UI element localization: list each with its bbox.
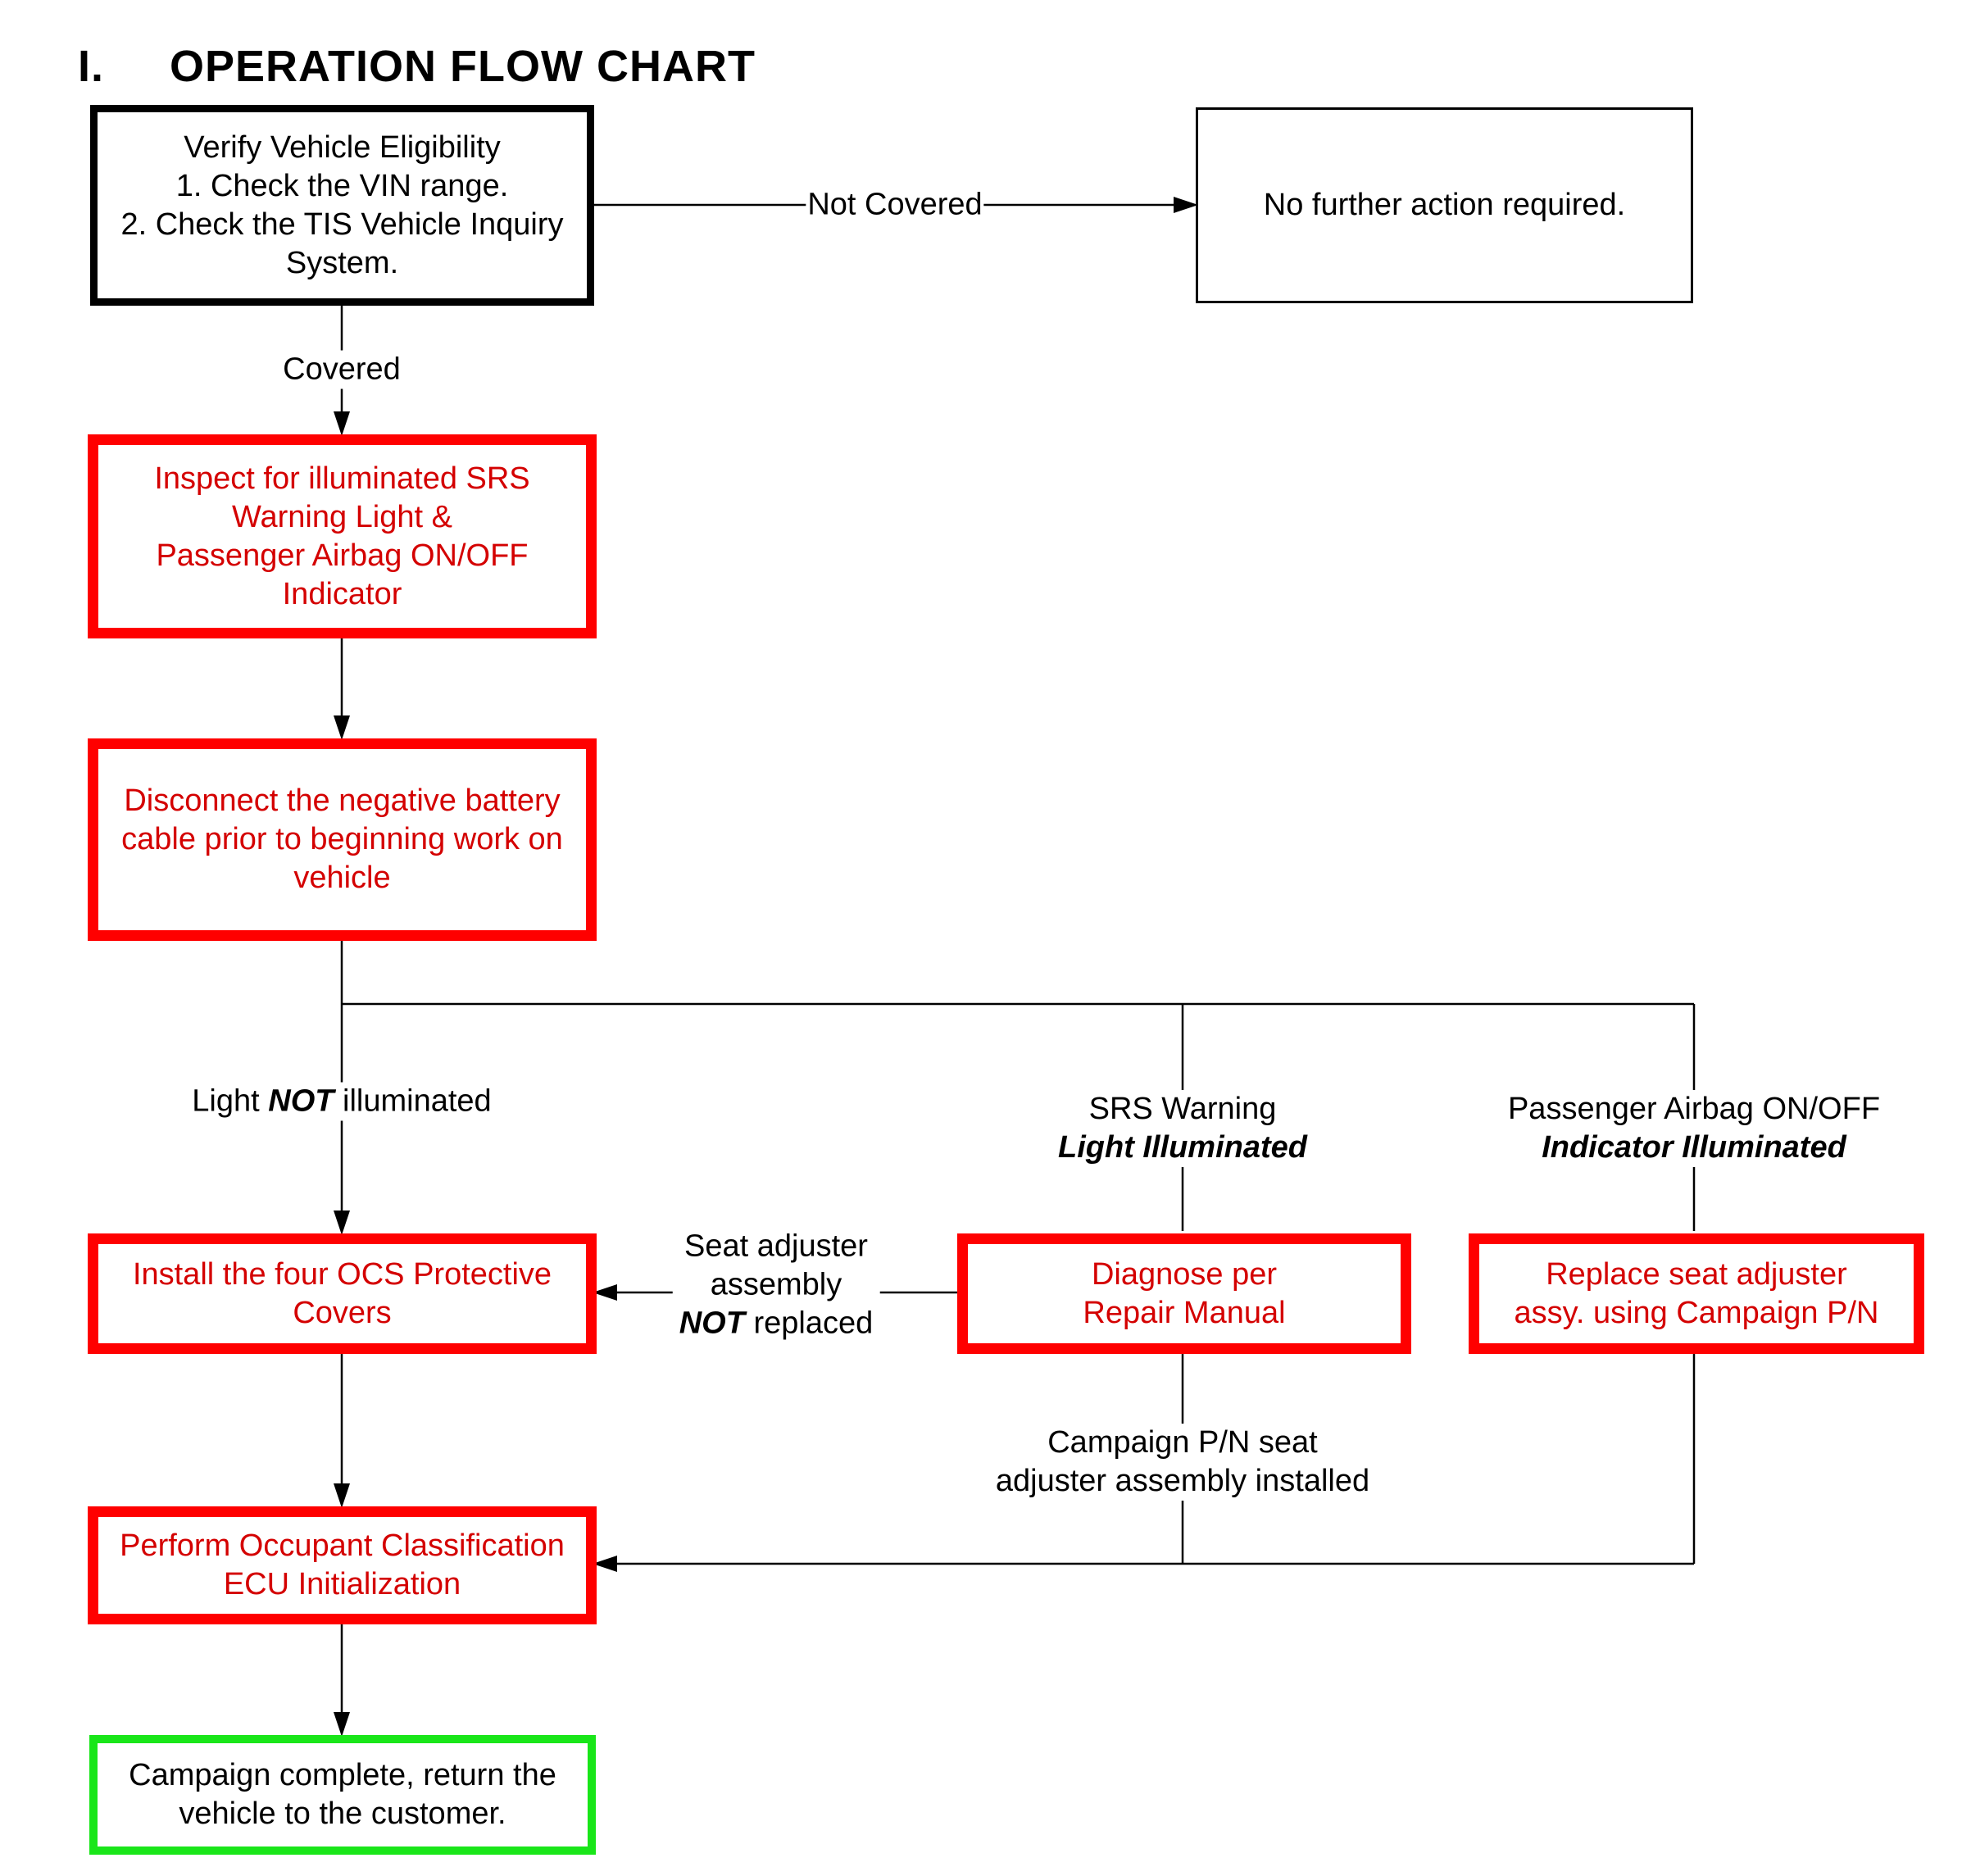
node-text-line: Repair Manual [1083,1295,1286,1330]
node-text-line: assy. using Campaign P/N [1514,1295,1879,1330]
node-text-line: Install the four OCS Protective [132,1256,552,1292]
label-text: Light [192,1083,269,1119]
arrowhead-no-action [1174,197,1198,213]
label-srs-light-illuminated: SRS Warning Light Illuminated [1053,1090,1312,1167]
label-covered: Covered [278,350,406,389]
label-text: Not Covered [807,187,983,222]
label-seat-adjuster-not-replaced: Seat adjuster assembly NOT replaced [672,1227,880,1343]
arrowhead-inspect [334,411,350,436]
node-text-line: ECU Initialization [223,1567,461,1601]
node-text-line: 2. Check the TIS Vehicle Inquiry [120,207,564,242]
arrowhead-perform-top [334,1483,350,1508]
node-text-line: cable prior to beginning work on [121,822,563,856]
node-text-line: Diagnose per [1091,1256,1278,1292]
arrowhead-install-top [334,1211,350,1235]
page-title: I. OPERATION FLOW CHART [78,42,756,91]
node-text-line: Disconnect the negative battery [124,784,561,818]
arrowhead-complete [334,1712,350,1737]
node-text-line: Indicator [282,576,402,611]
node-text-line: vehicle to the customer. [179,1797,506,1831]
label-text: SRS Warning [1088,1092,1277,1126]
label-emphasis: NOT [268,1083,334,1119]
node-text-line: System. [285,245,399,280]
label-pab-indicator-illuminated: Passenger Airbag ON/OFF Indicator Illumi… [1502,1090,1886,1167]
arrowhead-disconnect [334,715,350,740]
label-text: adjuster assembly installed [995,1464,1370,1498]
arrowhead-perform-side [593,1556,617,1572]
label-campaign-pn-installed: Campaign P/N seat adjuster assembly inst… [990,1424,1375,1501]
node-text-line: Warning Light & [232,499,452,534]
label-text: Covered [283,352,401,387]
node-text-line: Perform Occupant Classification [120,1529,565,1563]
label-text: replaced [744,1306,874,1341]
node-text-line: Verify Vehicle Eligibility [184,129,501,165]
label-text: assembly [710,1267,842,1302]
node-inspect: Inspect for illuminated SRS Warning Ligh… [88,434,597,638]
node-disconnect-battery: Disconnect the negative battery cable pr… [88,738,597,941]
node-install-covers: Install the four OCS Protective Covers [88,1233,597,1354]
label-text: Seat adjuster [684,1229,868,1264]
node-no-action: No further action required. [1196,107,1693,303]
node-verify-eligibility: Verify Vehicle Eligibility 1. Check the … [90,105,594,306]
node-text-line: Inspect for illuminated SRS [154,461,530,496]
node-campaign-complete: Campaign complete, return the vehicle to… [89,1735,596,1855]
label-text: Passenger Airbag ON/OFF [1507,1092,1881,1126]
label-emphasis: Indicator Illuminated [1542,1130,1846,1165]
node-text-line: 1. Check the VIN range. [175,168,509,203]
node-text-line: No further action required. [1263,188,1626,222]
label-emphasis: NOT [679,1306,745,1341]
label-not-covered: Not Covered [806,185,984,225]
node-text-line: Replace seat adjuster [1546,1256,1847,1292]
node-replace-seat-adjuster: Replace seat adjuster assy. using Campai… [1469,1233,1924,1354]
label-text: Campaign P/N seat [1047,1425,1318,1460]
label-emphasis: Light Illuminated [1058,1130,1307,1165]
node-text-line: Campaign complete, return the [129,1758,556,1792]
node-text-line: Covers [293,1295,392,1330]
node-text-line: Passenger Airbag ON/OFF [156,538,529,573]
node-diagnose: Diagnose per Repair Manual [957,1233,1411,1354]
node-text-line: vehicle [293,861,391,895]
arrowhead-install-side [593,1284,617,1301]
label-text: illuminated [334,1083,492,1119]
node-perform-initialization: Perform Occupant Classification ECU Init… [88,1506,597,1624]
label-light-not-illuminated: Light NOT illuminated [187,1082,497,1121]
